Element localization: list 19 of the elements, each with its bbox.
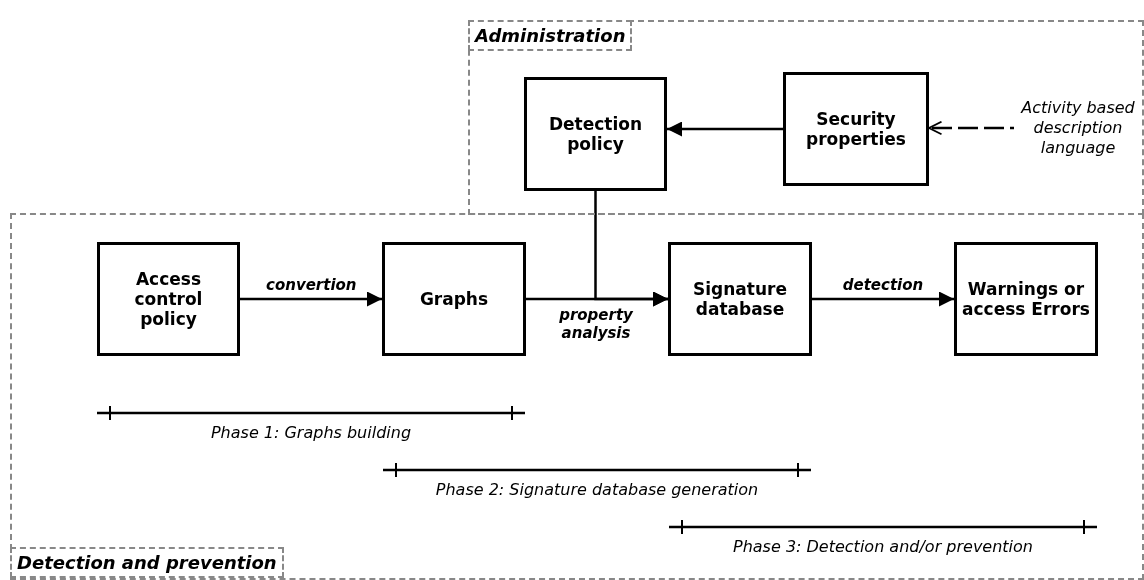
- process-box: Detection policy: [524, 77, 667, 191]
- process-box: Warnings or access Errors: [954, 242, 1098, 356]
- arrow: [667, 121, 783, 137]
- group-title: Detection and prevention: [10, 547, 284, 578]
- group-title: Administration: [468, 20, 633, 51]
- phase-label: Phase 3: Detection and/or prevention: [733, 537, 1033, 556]
- arrow: [928, 120, 1014, 136]
- arrow: [594, 191, 668, 307]
- arrow: [240, 291, 382, 307]
- process-box: Access control policy: [97, 242, 240, 356]
- arrow: [812, 291, 954, 307]
- process-box: Graphs: [382, 242, 526, 356]
- process-box: Security properties: [783, 72, 929, 186]
- group-frame: [10, 213, 1144, 580]
- process-box: Signature database: [668, 242, 812, 356]
- phase-label: Phase 1: Graphs building: [210, 423, 412, 442]
- text-label: Activity based description language: [1014, 88, 1142, 168]
- group-frame: [468, 20, 1144, 215]
- phase-label: Phase 2: Signature database generation: [435, 480, 759, 499]
